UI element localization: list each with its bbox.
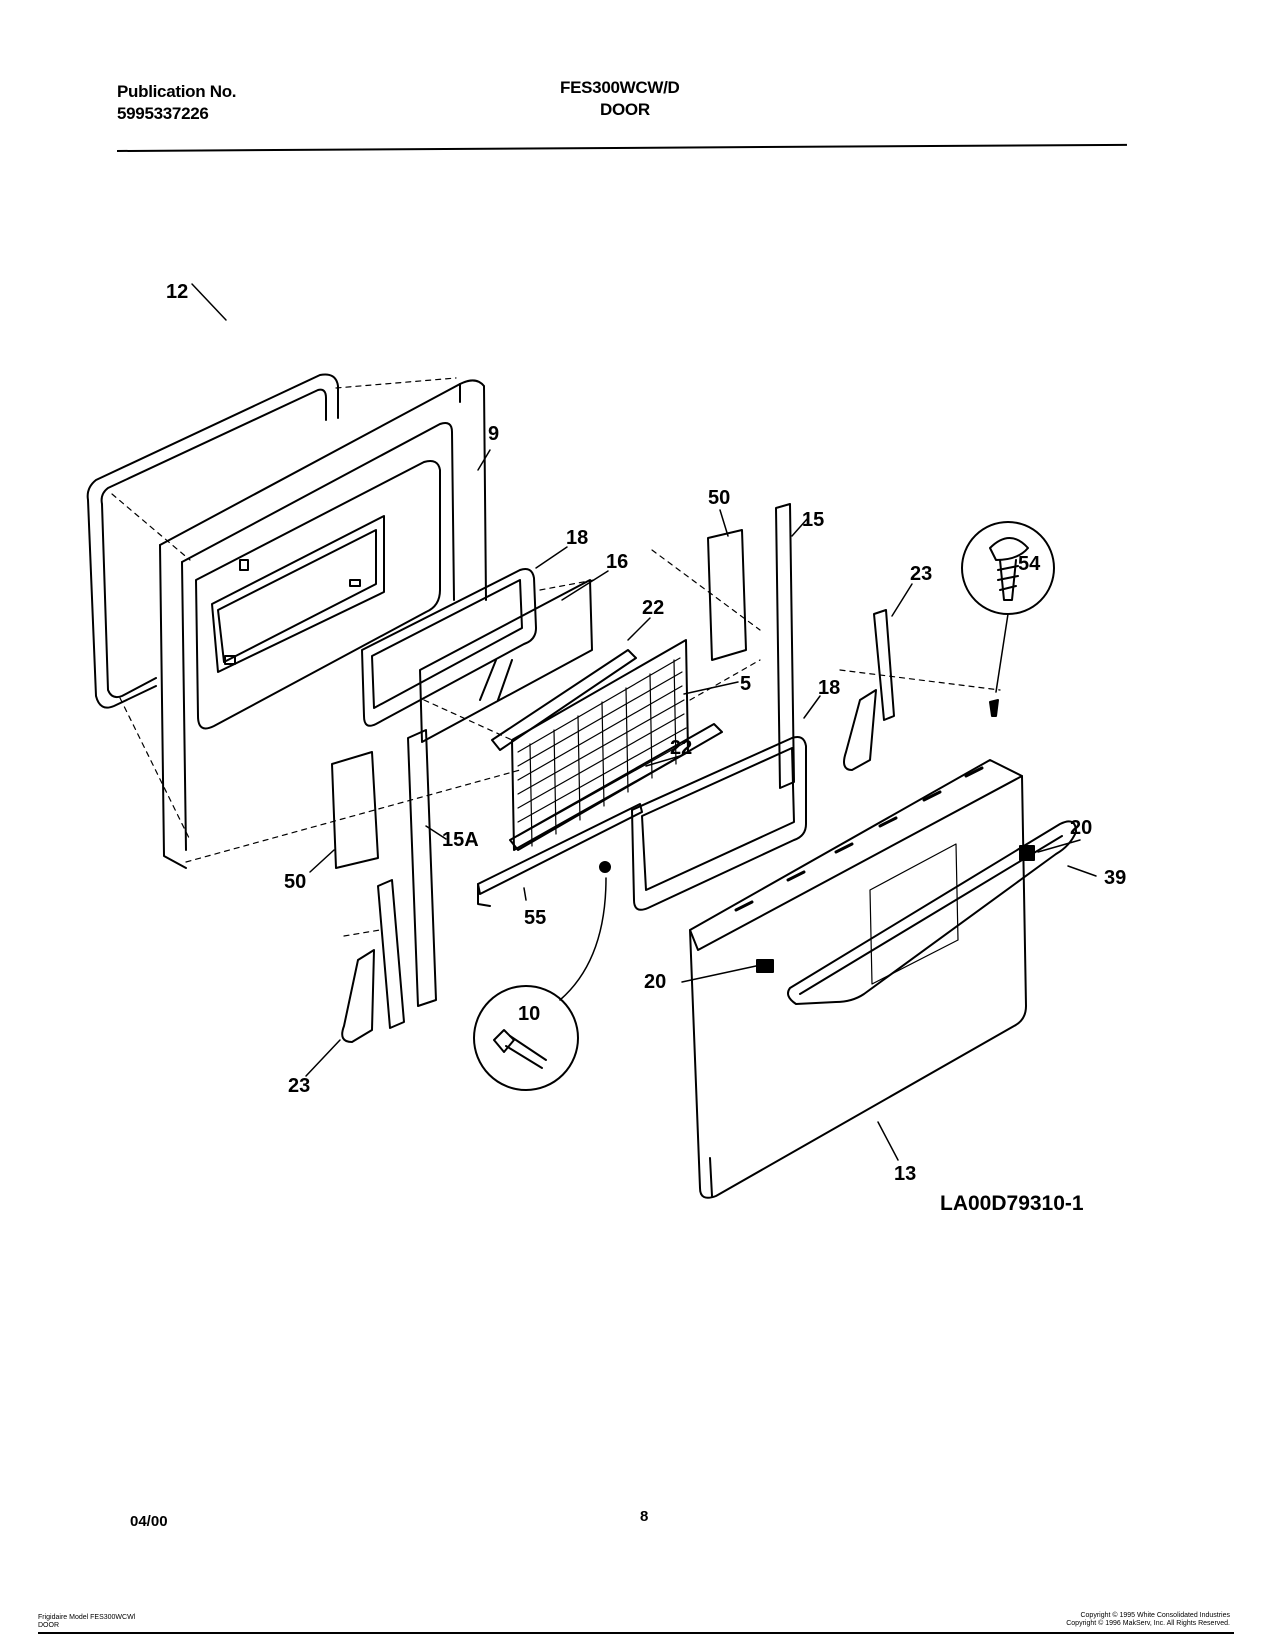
callout-15a: 15A: [442, 829, 479, 851]
page-number: 8: [640, 1508, 649, 1525]
channel-right: [775, 503, 795, 789]
revision-date: 04/00: [130, 1513, 168, 1530]
callout-20-lower: 20: [644, 971, 666, 993]
callout-18-upper: 18: [566, 527, 588, 549]
callout-12: 12: [166, 281, 188, 303]
callout-50-upper: 50: [708, 487, 730, 509]
copyright-line1: Copyright © 1995 White Consolidated Indu…: [1080, 1612, 1230, 1619]
copyright-note: Copyright © 1995 White Consolidated Indu…: [1000, 1612, 1230, 1628]
callout-22-lower: 22: [670, 737, 692, 759]
shield-upper: [707, 529, 747, 661]
drawing-code: LA00D79310-1: [940, 1192, 1084, 1215]
door-handle: [787, 820, 1077, 1005]
screw-10: [599, 861, 611, 873]
callout-15: 15: [802, 509, 824, 531]
callout-18-lower: 18: [818, 677, 840, 699]
callout-10: 10: [518, 1003, 540, 1025]
outer-door: [689, 759, 1027, 1199]
leader-lines: [191, 283, 1097, 1161]
footer-rule: [38, 1632, 1234, 1634]
hinge-right: [843, 609, 895, 771]
callout-39: 39: [1104, 867, 1126, 889]
model-note: Frigidaire Model FES300WCWl DOOR: [38, 1614, 135, 1630]
bracket: [477, 803, 643, 907]
glass-frame-left: [361, 568, 537, 727]
inner-door-panel: [159, 379, 487, 869]
callout-54: 54: [1018, 553, 1041, 575]
callout-13: 13: [894, 1163, 916, 1185]
callout-16: 16: [606, 551, 628, 573]
screw-54: [989, 699, 999, 717]
publication-number: 5995337226: [117, 104, 209, 123]
model-number: FES300WCW/D: [560, 78, 680, 97]
model-note-line2: DOOR: [38, 1622, 59, 1629]
callout-23-upper: 23: [910, 563, 932, 585]
callout-55: 55: [524, 907, 546, 929]
channel-left: [407, 729, 437, 1007]
glass-frame-right: [631, 736, 807, 911]
callout-22-upper: 22: [642, 597, 664, 619]
screw-inset-10: [473, 985, 579, 1091]
trim-strip-upper: [491, 649, 637, 751]
callout-20-upper: 20: [1070, 817, 1092, 839]
section-title: DOOR: [600, 100, 650, 119]
trim-strip-lower: [509, 723, 723, 851]
copyright-line2: Copyright © 1996 MakServ, Inc. All Right…: [1066, 1620, 1230, 1627]
callout-9: 9: [488, 423, 499, 445]
callout-5: 5: [740, 673, 751, 695]
callout-23-lower: 23: [288, 1075, 310, 1097]
insulation-pack: [511, 639, 689, 851]
clip-upper: [1019, 845, 1035, 861]
model-note-line1: Frigidaire Model FES300WCWl: [38, 1614, 136, 1621]
clip-lower: [756, 959, 774, 973]
hinge-left: [341, 879, 405, 1043]
publication-label: Publication No.: [117, 82, 237, 101]
shield-lower: [331, 751, 379, 869]
door-gasket: [86, 373, 339, 709]
door-glass: [419, 579, 593, 743]
alignment-lines: [111, 377, 1001, 937]
callout-50-lower: 50: [284, 871, 306, 893]
